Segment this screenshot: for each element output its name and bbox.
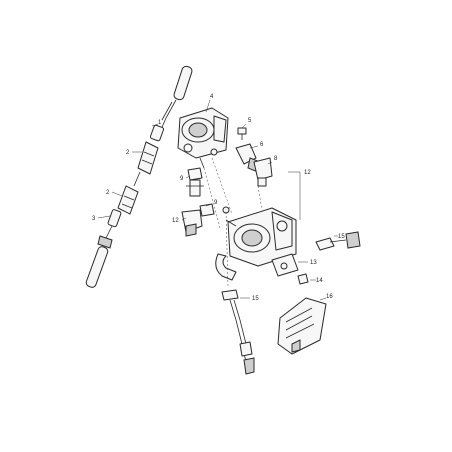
callout-9-lower: 9 [214,200,218,206]
lower-cable-part [85,209,122,288]
callout-9-upper: 9 [180,176,184,182]
leader-lines [97,99,338,301]
callout-12-right: 12 [304,170,311,176]
callout-6: 6 [260,142,264,148]
sensor-part [315,231,361,251]
hose-part [215,253,237,281]
assembly-guide-lines [203,157,263,287]
valve-upper-part [186,167,204,197]
rod-part [221,289,255,375]
cable-adjuster-lower-part [117,185,139,215]
callout-12-left: 12 [172,218,179,224]
callout-15: 15 [338,234,345,240]
callout-2-upper: 2 [126,150,130,156]
throttle-cable-part [149,65,193,142]
bracket-left-part [181,209,203,237]
valve-lower-part [199,203,215,217]
callout-5: 5 [248,118,252,124]
throttle-body-part [177,107,229,169]
callout-13: 13 [310,260,317,266]
callout-2-lower: 2 [106,190,110,196]
screw-part [237,127,247,140]
gasket-part [271,253,299,277]
callout-3: 3 [92,216,96,222]
callout-4: 4 [210,94,214,100]
nut-part [297,273,309,285]
callout-11: 15 [252,296,259,302]
injector-part [253,157,273,187]
callout-14: 14 [316,278,323,284]
callout-8: 8 [274,156,278,162]
ecu-module-part [277,297,327,355]
cable-adjuster-upper-part [133,141,159,187]
callout-16: 16 [326,294,333,300]
intake-manifold-part [222,206,297,267]
callout-1: 1 [158,120,162,126]
